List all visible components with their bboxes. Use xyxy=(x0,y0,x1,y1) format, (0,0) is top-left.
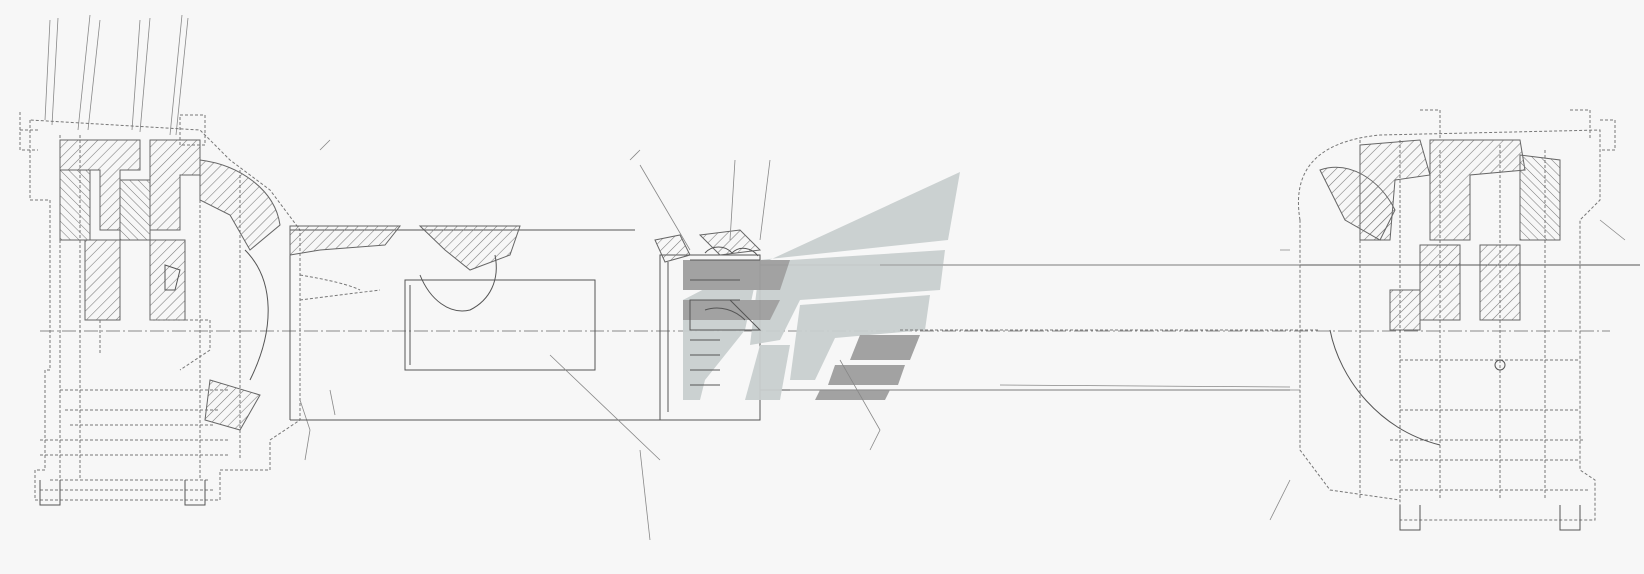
left-shaft-tube xyxy=(289,225,661,541)
right-shaft-tube xyxy=(790,264,1320,391)
left-universal-joint xyxy=(19,14,331,506)
center-joint-details xyxy=(689,246,881,451)
right-universal-joint xyxy=(1269,109,1626,531)
stylized-wing-logo xyxy=(683,172,960,400)
